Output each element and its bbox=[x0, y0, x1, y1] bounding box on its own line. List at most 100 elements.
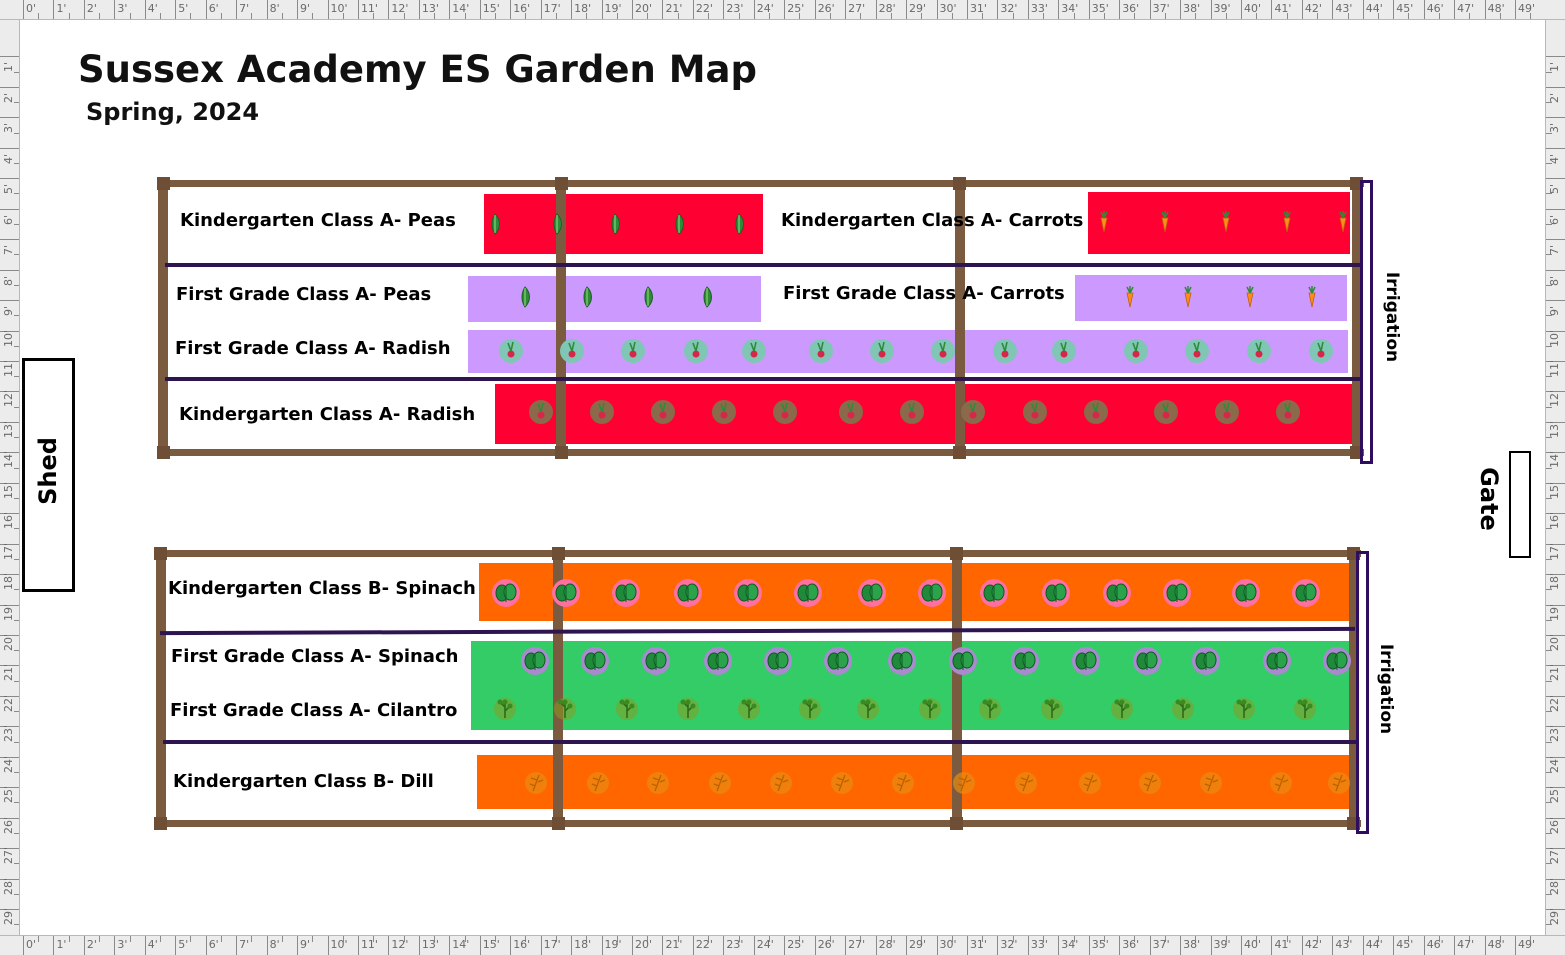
ruler-tick bbox=[464, 936, 466, 942]
ruler-tick bbox=[327, 936, 329, 955]
ruler-tick bbox=[769, 13, 771, 19]
ruler-label: 4' bbox=[147, 938, 158, 951]
ruler-label: 24' bbox=[756, 938, 774, 951]
ruler-tick bbox=[906, 936, 908, 955]
ruler-tick bbox=[1546, 497, 1552, 499]
ruler-tick bbox=[14, 437, 19, 439]
bed-frame-mid-2 bbox=[952, 550, 962, 826]
ruler-label: 28' bbox=[878, 2, 896, 15]
ruler-label: 48' bbox=[1487, 938, 1505, 951]
ruler-tick bbox=[494, 13, 496, 19]
ruler-tick bbox=[1088, 0, 1090, 19]
ruler-tick bbox=[1317, 13, 1319, 19]
ruler-label: 16' bbox=[513, 938, 531, 951]
ruler-tick bbox=[966, 0, 968, 19]
ruler-label: 40' bbox=[1244, 2, 1262, 15]
ruler-tick bbox=[1271, 0, 1273, 19]
ruler-label: 15' bbox=[482, 938, 500, 951]
ruler-label: 11' bbox=[1548, 359, 1561, 377]
ruler-tick bbox=[14, 284, 19, 286]
bed-frame-right bbox=[1349, 550, 1359, 826]
ruler-tick bbox=[0, 787, 19, 789]
ruler-label: 11' bbox=[360, 2, 378, 15]
ruler-label: 30' bbox=[939, 938, 957, 951]
ruler-tick bbox=[1515, 936, 1517, 955]
ruler-tick bbox=[814, 0, 816, 19]
ruler-label: 14' bbox=[452, 938, 470, 951]
ruler-tick bbox=[1546, 711, 1552, 713]
ruler-tick bbox=[144, 0, 146, 19]
ruler-tick bbox=[342, 13, 344, 19]
ruler-tick bbox=[1362, 936, 1364, 955]
ruler-label: 12' bbox=[391, 2, 409, 15]
ruler-tick bbox=[14, 254, 19, 256]
ruler-tick bbox=[14, 893, 19, 895]
ruler-label: 45' bbox=[1396, 938, 1414, 951]
ruler-tick bbox=[1256, 13, 1258, 19]
ruler-tick bbox=[0, 421, 19, 423]
ruler-tick bbox=[0, 878, 19, 880]
ruler-tick bbox=[1210, 0, 1212, 19]
ruler-tick bbox=[479, 936, 481, 955]
ruler-tick bbox=[1546, 147, 1565, 149]
ruler-tick bbox=[0, 695, 19, 697]
ruler-tick bbox=[525, 13, 527, 19]
ruler-tick bbox=[1546, 315, 1552, 317]
plot-label: First Grade Class A- Carrots bbox=[783, 283, 1065, 304]
ruler-tick bbox=[738, 936, 740, 942]
ruler-label: 8' bbox=[269, 938, 280, 951]
ruler-tick bbox=[1408, 936, 1410, 942]
bed-frame-top bbox=[158, 180, 1364, 187]
ruler-tick bbox=[14, 132, 19, 134]
ruler-tick bbox=[1546, 543, 1565, 545]
ruler-label: 9' bbox=[300, 2, 311, 15]
ruler-tick bbox=[784, 0, 786, 19]
ruler-tick bbox=[738, 13, 740, 19]
ruler-tick bbox=[1546, 56, 1565, 58]
ruler-tick bbox=[38, 936, 40, 942]
ruler-label: 25' bbox=[1548, 786, 1561, 804]
ruler-label: 29' bbox=[909, 938, 927, 951]
ruler-label: 42' bbox=[1304, 938, 1322, 951]
ruler-tick bbox=[1546, 467, 1552, 469]
ruler-label: 1' bbox=[56, 2, 67, 15]
ruler-label: 9' bbox=[1548, 306, 1561, 317]
ruler-tick bbox=[312, 936, 314, 942]
ruler-tick bbox=[251, 936, 253, 942]
ruler-label: 1' bbox=[2, 62, 15, 73]
ruler-tick bbox=[14, 802, 19, 804]
ruler-label: 24' bbox=[1548, 755, 1561, 773]
ruler-tick bbox=[1546, 421, 1565, 423]
ruler-tick bbox=[1546, 208, 1565, 210]
ruler-tick bbox=[14, 528, 19, 530]
ruler-tick bbox=[1546, 406, 1552, 408]
bed-post bbox=[552, 817, 565, 830]
ruler-tick bbox=[14, 832, 19, 834]
ruler-label: 23' bbox=[2, 725, 15, 743]
ruler-label: 18' bbox=[574, 938, 592, 951]
ruler-tick bbox=[1119, 0, 1121, 19]
irrigation-line bbox=[1356, 551, 1369, 834]
ruler-tick bbox=[1271, 936, 1273, 955]
ruler-tick bbox=[1546, 269, 1565, 271]
ruler-tick bbox=[1180, 936, 1182, 955]
ruler-tick bbox=[14, 924, 19, 926]
ruler-tick bbox=[0, 147, 19, 149]
ruler-label: 46' bbox=[1426, 2, 1444, 15]
ruler-tick bbox=[510, 936, 512, 955]
ruler-tick bbox=[860, 13, 862, 19]
ruler-label: 38' bbox=[1183, 2, 1201, 15]
ruler-tick bbox=[312, 13, 314, 19]
ruler-tick bbox=[921, 936, 923, 942]
ruler-tick bbox=[14, 772, 19, 774]
ruler-tick bbox=[647, 936, 649, 942]
ruler-tick bbox=[1058, 0, 1060, 19]
ruler-tick bbox=[1180, 0, 1182, 19]
ruler-tick bbox=[175, 0, 177, 19]
ruler-label: 17' bbox=[1548, 542, 1561, 560]
ruler-tick bbox=[1546, 558, 1552, 560]
ruler-label: 29' bbox=[909, 2, 927, 15]
bed-post bbox=[555, 177, 568, 190]
ruler-tick bbox=[0, 543, 19, 545]
